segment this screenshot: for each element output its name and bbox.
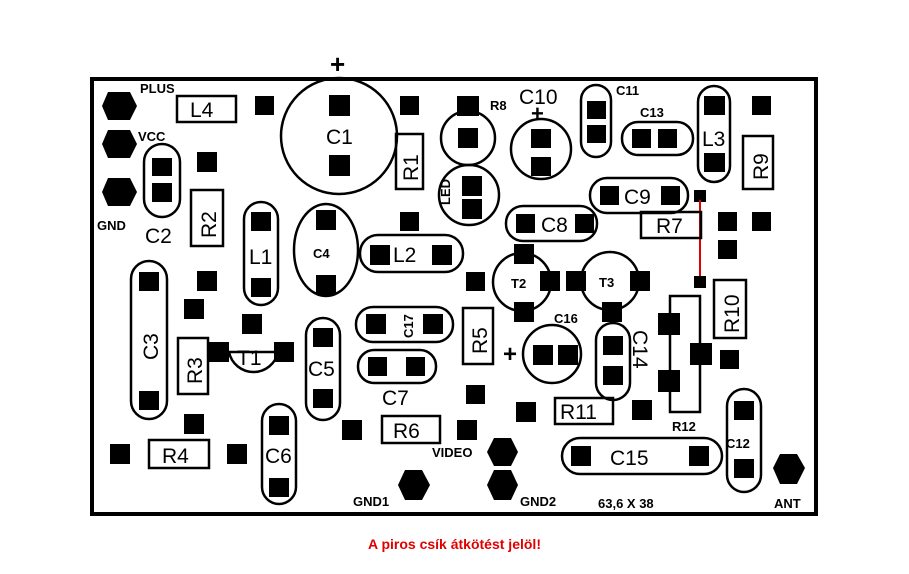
- pad-video: [487, 438, 518, 466]
- jumper-note: A piros csík átkötést jelöl!: [368, 536, 541, 552]
- label-R10: R10: [721, 294, 744, 333]
- pad-vcc: [102, 130, 137, 158]
- c10-plus-sign: +: [531, 101, 544, 126]
- label-L2: L2: [393, 244, 416, 267]
- label-C2: C2: [145, 225, 172, 248]
- label-T1: T1: [237, 347, 262, 370]
- label-R2: R2: [198, 211, 221, 238]
- label-R9: R9: [750, 153, 773, 180]
- label-R8: R8: [490, 98, 507, 113]
- label-C15: C15: [610, 447, 649, 470]
- label-gnd1: GND1: [353, 494, 389, 509]
- label-gnd2: GND2: [520, 494, 556, 509]
- label-R6: R6: [393, 420, 420, 443]
- label-T2: T2: [511, 276, 526, 291]
- label-ant: ANT: [774, 496, 801, 511]
- label-C10: C10: [519, 86, 558, 109]
- label-C9: C9: [624, 186, 651, 209]
- label-C14: C14: [628, 330, 651, 369]
- label-C5: C5: [308, 358, 335, 381]
- label-R1: R1: [400, 154, 423, 181]
- label-LED: LED: [438, 179, 453, 205]
- label-L1: L1: [249, 246, 272, 269]
- label-video: VIDEO: [432, 445, 472, 460]
- pad-gnd2: [487, 470, 518, 500]
- label-R5: R5: [469, 327, 492, 354]
- label-R7: R7: [656, 215, 683, 238]
- pad-gnd: [102, 178, 137, 206]
- label-plus: PLUS: [140, 81, 175, 96]
- label-R4: R4: [162, 445, 189, 468]
- label-vcc: VCC: [138, 129, 166, 144]
- pad-gnd1: [398, 470, 430, 500]
- label-C17: C17: [401, 314, 416, 338]
- label-C7: C7: [382, 387, 409, 410]
- board-outline: [90, 77, 818, 516]
- label-C12: C12: [726, 436, 750, 451]
- pad-plus: [102, 92, 137, 120]
- label-gnd: GND: [97, 218, 126, 233]
- label-T3: T3: [599, 275, 614, 290]
- label-C8: C8: [541, 214, 568, 237]
- label-C3: C3: [140, 333, 163, 360]
- label-C16: C16: [554, 311, 578, 326]
- label-L4: L4: [190, 99, 214, 122]
- label-board-size: 63,6 X 38: [598, 496, 654, 511]
- label-C1: C1: [326, 126, 353, 149]
- c16-plus-sign: +: [503, 341, 517, 368]
- label-C11: C11: [616, 83, 639, 98]
- label-R12: R12: [672, 419, 696, 434]
- label-R3: R3: [184, 357, 207, 384]
- label-C6: C6: [265, 445, 292, 468]
- label-R11: R11: [560, 401, 597, 424]
- label-C13: C13: [640, 105, 664, 120]
- pad-ant: [773, 454, 805, 484]
- label-L3: L3: [702, 128, 725, 151]
- c1-plus-sign: +: [330, 49, 345, 79]
- label-C4: C4: [313, 246, 330, 261]
